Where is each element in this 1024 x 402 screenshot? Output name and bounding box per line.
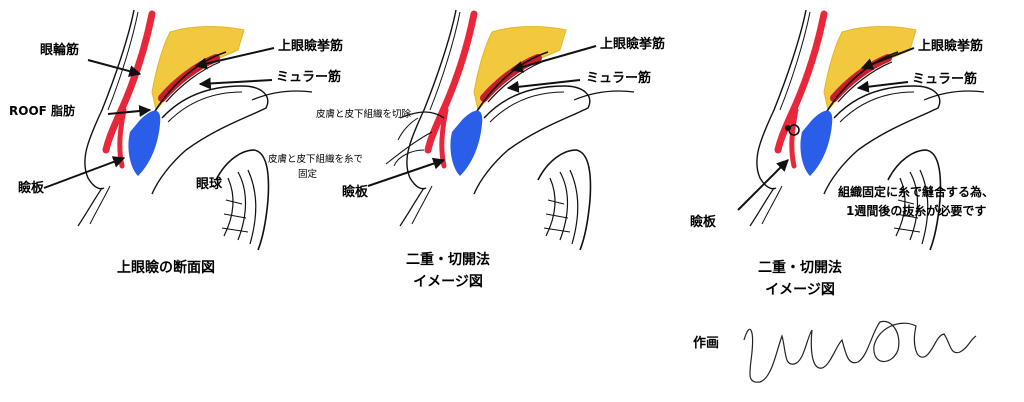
label-tarsus-1: 瞼板 [18, 181, 45, 196]
caption-panel2-line2: イメージ図 [413, 274, 483, 290]
credit-label: 作画 [693, 336, 720, 351]
label-tarsus-2: 瞼板 [342, 185, 369, 200]
label-excise: 皮膚と皮下組織を切除 [316, 109, 412, 120]
panel2-eyelid [393, 10, 634, 250]
caption-panel3-line2: イメージ図 [765, 282, 835, 298]
label-orbicularis: 眼輪筋 [40, 43, 80, 58]
note-line1: 組織固定に糸で縫合する為、 [838, 185, 995, 199]
panel1-eyelid [78, 10, 312, 250]
label-levator-3: 上眼瞼挙筋 [918, 39, 984, 54]
panel3-eyelid [750, 10, 984, 250]
label-levator-2: 上眼瞼挙筋 [600, 37, 666, 52]
label-fix-line1: 皮膚と皮下組織を糸で [268, 154, 364, 165]
label-levator-1: 上眼瞼挙筋 [278, 39, 344, 54]
note-line2: 1週間後の抜糸が必要です [846, 204, 987, 218]
caption-panel2-line1: 二重・切開法 [406, 252, 490, 268]
label-muller-1: ミュラー筋 [276, 70, 342, 85]
label-muller-3: ミュラー筋 [912, 72, 978, 87]
label-tarsus-3: 瞼板 [690, 215, 717, 230]
label-fix-line2: 固定 [298, 169, 318, 180]
label-roof-fat: ROOF 脂肪 [9, 104, 76, 118]
caption-panel3-line1: 二重・切開法 [758, 260, 842, 276]
label-eyeball: 眼球 [196, 177, 223, 192]
label-muller-2: ミュラー筋 [586, 71, 652, 86]
signature [743, 320, 977, 383]
caption-panel1: 上眼瞼の断面図 [117, 260, 215, 276]
